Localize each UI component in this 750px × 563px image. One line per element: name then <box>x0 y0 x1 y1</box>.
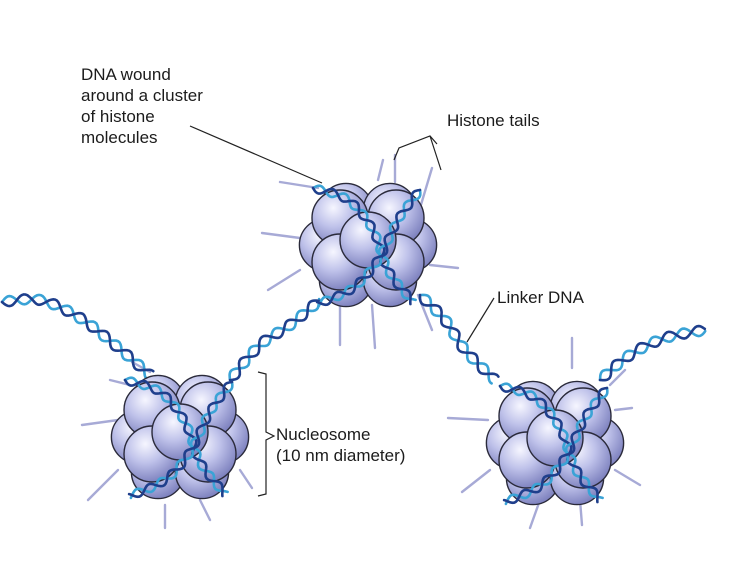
wrapped-dna-strand <box>129 380 234 500</box>
histone-tail <box>613 468 642 487</box>
nucleosome-bracket <box>257 371 276 497</box>
histone-tail <box>460 468 492 494</box>
histone-tail <box>418 166 434 210</box>
histone-tail <box>428 263 460 270</box>
dna-wound-label: DNA wound around a cluster of histone mo… <box>81 64 203 148</box>
linker-dna-right-strand <box>598 324 707 382</box>
linker-dna-mid-right-strand <box>418 293 500 378</box>
label-leader-lines <box>189 125 495 497</box>
histone-tail <box>86 468 120 502</box>
histone-tails-label: Histone tails <box>447 111 540 130</box>
histone-tail <box>608 368 627 387</box>
nucleosome-right <box>485 380 625 506</box>
nucleosome-label: Nucleosome (10 nm diameter) <box>276 424 405 466</box>
wrapped-dna-strand <box>502 386 609 505</box>
histone-tail <box>613 406 634 412</box>
wrapped-dna-strand <box>315 188 422 307</box>
dna-wound-leader-line <box>189 125 323 184</box>
dna-wound-label-line: molecules <box>81 128 158 147</box>
histone-tails-leader-line <box>393 135 442 171</box>
wrapped-dna-strand <box>317 188 422 308</box>
linker-dna-label: Linker DNA <box>497 288 584 307</box>
dna-wound-label-line: around a cluster <box>81 86 203 105</box>
dna-wound-label-line: of histone <box>81 107 155 126</box>
histone-tail <box>278 180 320 190</box>
histone-tail <box>260 231 302 240</box>
nucleosome-top <box>298 182 438 308</box>
nucleosome-label-line: (10 nm diameter) <box>276 446 406 465</box>
nucleosomes <box>110 182 625 506</box>
linker-dna-mid-left-strand <box>228 297 321 382</box>
wrapped-dna-strand <box>311 184 417 302</box>
histone-tail <box>370 303 377 350</box>
linker-dna-mid-right-strand <box>418 293 493 385</box>
linker-dna <box>0 293 707 385</box>
wrapped-dna-strand <box>311 186 412 306</box>
dna-wound-label-line: DNA wound <box>81 65 171 84</box>
histone-tail <box>266 268 302 292</box>
nucleosome-label-line: Nucleosome <box>276 425 371 444</box>
linker-dna-right-strand <box>598 327 707 382</box>
histone-tail <box>80 418 120 427</box>
linker-dna-left-strand <box>0 293 148 381</box>
histone-tail <box>198 498 212 522</box>
wrapped-dna-strand <box>123 376 229 494</box>
nucleosome-left <box>110 374 250 500</box>
linker-dna-left-strand <box>0 293 155 373</box>
linker-dna-mid-left-strand <box>228 299 323 382</box>
histone-tail <box>446 416 490 422</box>
histone-tail <box>238 468 254 490</box>
wrapped-dna-strand <box>498 382 604 500</box>
wrapped-dna-strand <box>504 386 609 506</box>
wrapped-dna-strand <box>123 378 224 498</box>
wrapped-dna-strand <box>127 380 234 499</box>
histone-tail <box>376 158 385 182</box>
wrapped-dna-strand <box>498 384 599 504</box>
linker-dna-leader-line <box>466 297 495 343</box>
